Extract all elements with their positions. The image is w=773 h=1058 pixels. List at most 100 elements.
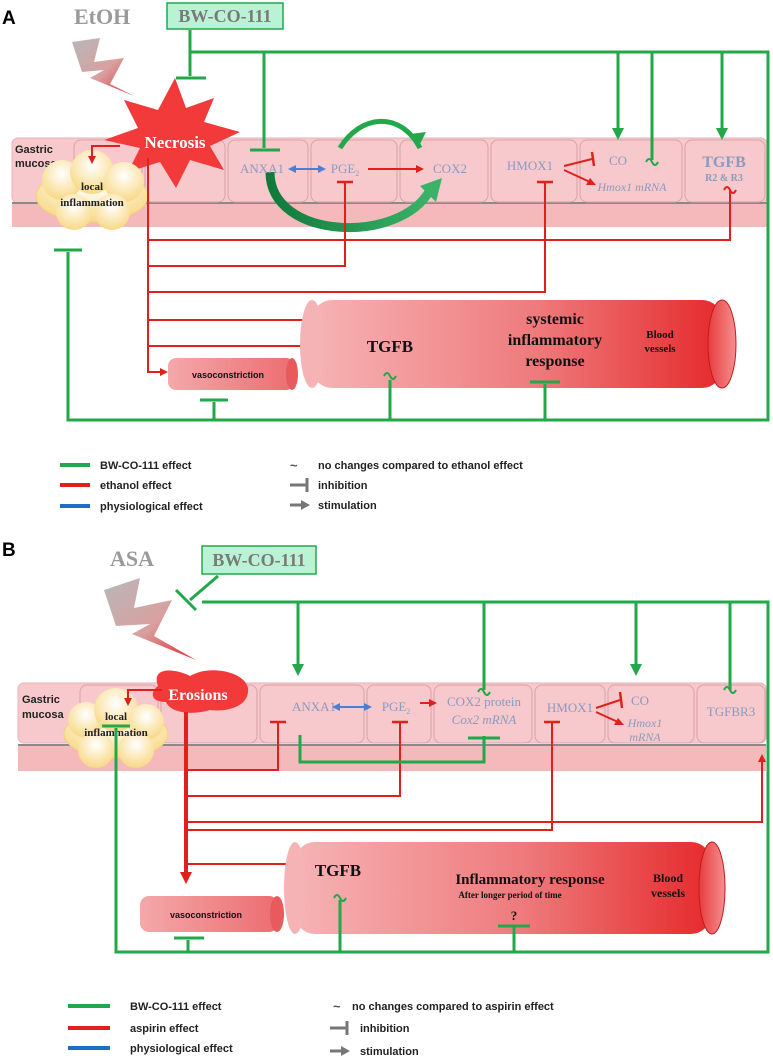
stressor-label: EtOH xyxy=(74,4,130,29)
legend-label: ethanol effect xyxy=(100,480,172,492)
blood-vessels-label: Blood xyxy=(646,329,674,341)
hmox1-label: HMOX1 xyxy=(547,700,593,715)
hmox1-mrna-label: mRNA xyxy=(629,730,661,744)
local-inflammation-label: inflammation xyxy=(60,197,124,209)
local-inflammation-cloud xyxy=(63,688,169,768)
cell xyxy=(490,139,578,203)
arrow-head-icon xyxy=(586,178,596,185)
tgfb-receptor-label: R2 & R3 xyxy=(705,173,743,184)
arrow-head-icon xyxy=(614,718,624,725)
arrow-head-icon xyxy=(318,165,326,173)
cell xyxy=(227,139,309,203)
drug-label: BW-CO-111 xyxy=(212,550,305,570)
tilde-icon xyxy=(477,688,491,696)
cox2-feedback-arc xyxy=(265,171,434,232)
panel-b-label: B xyxy=(2,540,16,561)
vessel-question-label: ? xyxy=(511,908,518,923)
legend-a: BW-CO-111 effect ethanol effect physiolo… xyxy=(60,458,523,513)
arrow-head-icon xyxy=(429,699,437,707)
blood-vessel-small xyxy=(140,896,284,932)
lesion-label: Erosions xyxy=(168,687,227,704)
tilde-icon xyxy=(333,894,347,902)
legend-label: stimulation xyxy=(360,1046,419,1058)
blood-vessel-large xyxy=(300,299,737,389)
legend-label: aspirin effect xyxy=(130,1023,199,1035)
necrosis-burst-icon xyxy=(104,78,240,188)
vessel-after-label: After longer period of time xyxy=(458,890,561,900)
anxa1-label: ANXA1 xyxy=(292,699,336,714)
tgfbr3-label: TGFBR3 xyxy=(707,704,755,719)
panel-b: B Gastric mucosa ASA BW-CO-111 Erosions xyxy=(2,540,770,1058)
tilde-icon xyxy=(723,686,737,694)
ethanol-link xyxy=(563,158,593,167)
bw-co-111-inhibition-bars xyxy=(54,76,560,402)
local-inflammation-cloud xyxy=(35,150,149,230)
vessel-response-label: inflammatory xyxy=(508,332,602,349)
blood-vessel-large xyxy=(284,841,726,935)
legend-label: inhibition xyxy=(318,480,368,492)
arrow-head-icon xyxy=(416,165,424,173)
cox2-mrna-label: Cox2 mRNA xyxy=(452,712,517,727)
bw-co-111-inhibition-bars xyxy=(102,588,530,940)
arrow-head-icon xyxy=(288,165,296,173)
bw-co-111-network xyxy=(114,574,770,954)
stimulation-symbol-icon xyxy=(341,1046,350,1056)
lightning-bolt-icon xyxy=(104,578,196,660)
tilde-icon xyxy=(645,158,659,166)
ethanol-link xyxy=(563,169,591,183)
inhibition-bar xyxy=(618,691,624,709)
drug-box xyxy=(201,545,317,575)
tissue-label: mucosa xyxy=(22,709,64,721)
drug-label: BW-CO-111 xyxy=(178,6,271,26)
tissue-label: Gastric xyxy=(22,694,60,706)
legend-label: physiological effect xyxy=(100,501,203,513)
blood-vessels-label: Blood xyxy=(653,871,683,885)
stimulation-symbol-icon xyxy=(301,500,310,510)
tilde-icon xyxy=(383,372,397,380)
blood-vessels-label: vessels xyxy=(644,343,676,355)
cell-row-a xyxy=(73,139,766,203)
arrow-head-icon xyxy=(420,178,442,202)
vasoconstriction-label: vasoconstriction xyxy=(192,370,264,380)
aspirin-link xyxy=(595,711,619,723)
vessel-tgfb-label: TGFB xyxy=(367,337,413,356)
legend-label: physiological effect xyxy=(130,1043,233,1055)
tilde-icon xyxy=(723,186,737,194)
legend-label: stimulation xyxy=(318,500,377,512)
panel-a: A Gastric mucosa EtOH BW-CO-111 Necrosis xyxy=(2,2,770,513)
erosion-blob-icon xyxy=(152,670,249,713)
tissue-label: Gastric xyxy=(15,144,53,156)
tgfb-label: TGFB xyxy=(702,154,746,171)
pge2-label: PGE2 xyxy=(382,699,411,716)
legend-b: BW-CO-111 effect aspirin effect physiolo… xyxy=(68,999,554,1058)
anxa1-label: ANXA1 xyxy=(240,161,284,176)
cell xyxy=(579,139,683,203)
vessel-response-label: response xyxy=(525,353,584,370)
vasoconstriction-label: vasoconstriction xyxy=(170,910,242,920)
inhibition-bar xyxy=(590,151,596,167)
arrow-head-icon xyxy=(364,703,372,711)
legend-label: no changes compared to aspirin effect xyxy=(352,1001,554,1013)
bw-co-111-network xyxy=(66,30,770,422)
lesion-label: Necrosis xyxy=(144,133,205,152)
vessel-response-label: Inflammatory response xyxy=(455,872,605,888)
hmox1-label: HMOX1 xyxy=(507,158,553,173)
cell xyxy=(310,139,398,203)
vessel-tgfb-label: TGFB xyxy=(315,861,361,880)
arrow-head-icon xyxy=(410,132,426,148)
cox2-label: COX2 xyxy=(433,161,467,176)
lightning-bolt-icon xyxy=(72,38,134,96)
bw-co-111-arrowheads xyxy=(612,128,728,140)
cell xyxy=(684,139,766,203)
cell xyxy=(259,684,365,744)
legend-label: inhibition xyxy=(360,1023,410,1035)
legend-label: no changes compared to ethanol effect xyxy=(318,460,523,472)
vessel-response-label: systemic xyxy=(526,311,584,328)
blood-vessel-small xyxy=(168,358,298,390)
blood-vessels-label: vessels xyxy=(651,886,685,900)
arrow-head-icon xyxy=(332,703,340,711)
cell xyxy=(607,684,695,744)
legend-label: BW-CO-111 effect xyxy=(130,1001,222,1013)
tilde-symbol: ~ xyxy=(290,458,298,473)
